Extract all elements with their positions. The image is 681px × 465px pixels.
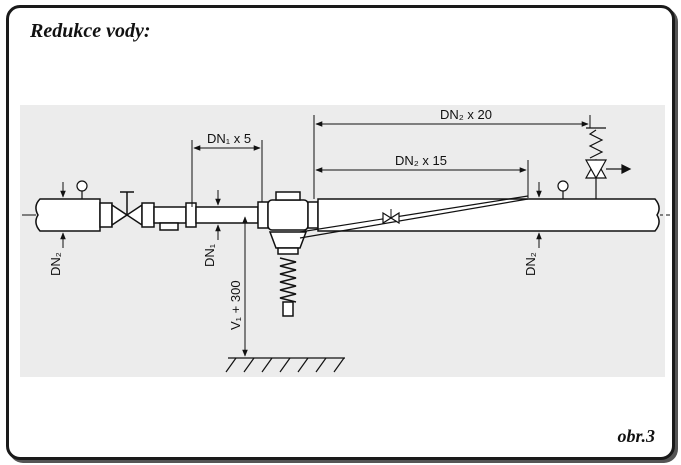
label-dn2-right: DN₂: [523, 252, 538, 276]
flange: [307, 201, 319, 229]
label-dn1-x5: DN₁ x 5: [207, 131, 251, 146]
label-dn1: DN₁: [202, 243, 217, 267]
label-dn2-x15: DN₂ x 15: [395, 153, 447, 168]
strainer: [153, 206, 187, 224]
outlet-pipe: [317, 198, 660, 232]
ground-hatch: [225, 357, 345, 373]
flange: [99, 202, 113, 228]
figure-title: Redukce vody:: [30, 20, 151, 42]
pressure-gauge-icon: [76, 180, 88, 192]
drawing-panel: [20, 105, 665, 377]
valve-spring: [279, 257, 297, 303]
inlet-pipe: [35, 198, 101, 232]
figure-reference: obr.3: [617, 426, 655, 446]
flange: [141, 202, 155, 228]
impulse-line: [299, 198, 529, 239]
label-v1-300: V₁ + 300: [228, 280, 243, 330]
pressure-reducing-valve: [267, 199, 309, 231]
flange: [257, 201, 269, 229]
dn1-pipe: [195, 206, 259, 224]
pressure-gauge-icon: [557, 180, 569, 192]
label-dn2-x20: DN₂ x 20: [440, 107, 492, 122]
safety-valve: [584, 127, 632, 199]
flange: [185, 202, 197, 228]
label-dn2-left: DN₂: [48, 252, 63, 276]
